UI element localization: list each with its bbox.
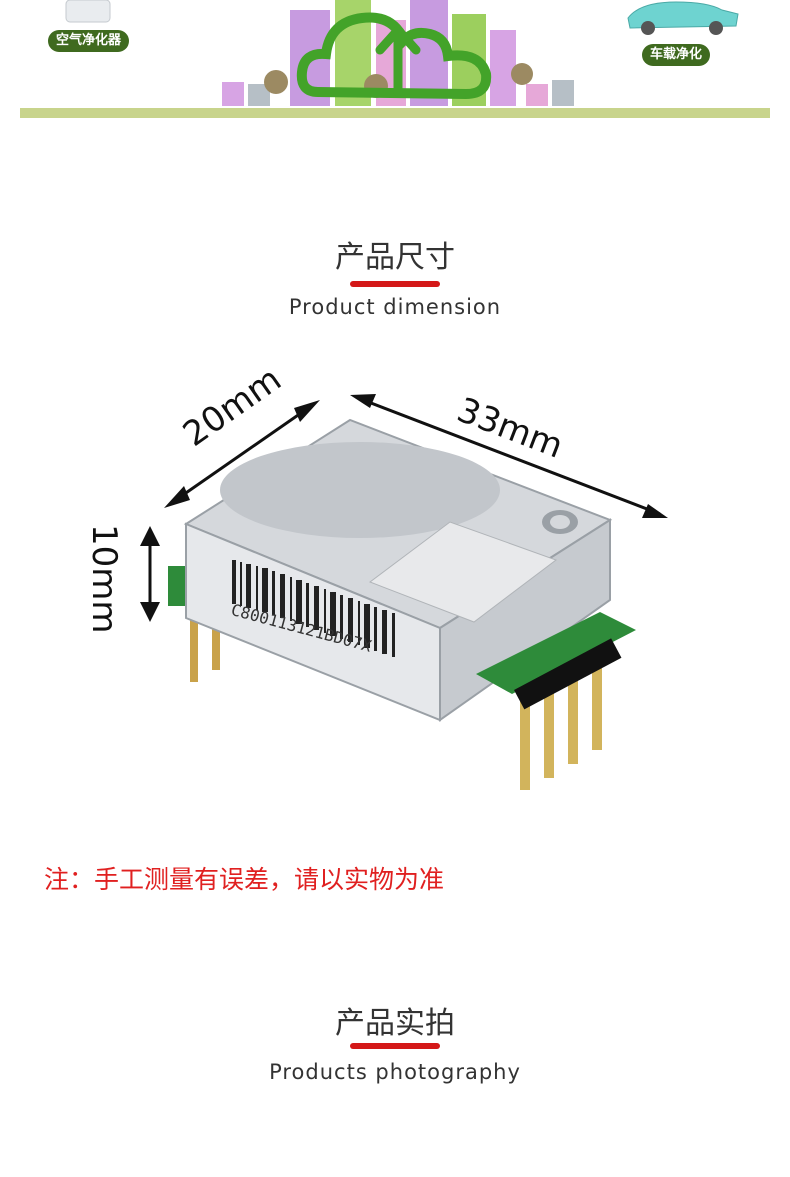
car-wheel: [641, 21, 655, 35]
car-purifier-label: 车载净化: [642, 44, 711, 66]
right-header: [476, 612, 636, 790]
air-purifier-label: 空气净化器: [48, 30, 130, 52]
section-title-dimension: 产品尺寸: [335, 240, 455, 275]
measurement-note: 注：手工测量有误差，请以实物为准: [44, 865, 445, 894]
car-icon: [627, 1, 739, 29]
building: [490, 30, 516, 106]
house: [552, 80, 574, 106]
tree: [264, 70, 288, 94]
section-title-photography: 产品实拍: [335, 1006, 455, 1041]
serial-label: C800113121BD07X: [229, 600, 374, 656]
dimension-width-label: 20mm: [176, 359, 289, 455]
sensor-body: [183, 418, 613, 722]
upload-arrow-icon: [375, 23, 421, 97]
dimension-length-label: 33mm: [451, 390, 569, 467]
house: [526, 84, 548, 106]
top-banner: 空气净化器 车载净化: [0, 0, 790, 120]
tree: [511, 63, 533, 85]
air-purifier-icon: [65, 0, 111, 23]
house: [248, 84, 270, 106]
ground-strip: [20, 108, 770, 118]
title-underline: [350, 281, 440, 287]
section-subtitle-photography: Products photography: [269, 1060, 521, 1084]
left-pins: [168, 566, 220, 682]
title-underline: [350, 1043, 440, 1049]
section-subtitle-dimension: Product dimension: [288, 295, 502, 319]
car-wheel: [709, 21, 723, 35]
dimension-height-label: 10mm: [84, 524, 124, 634]
city-illustration: [65, 0, 739, 106]
house: [222, 82, 244, 106]
